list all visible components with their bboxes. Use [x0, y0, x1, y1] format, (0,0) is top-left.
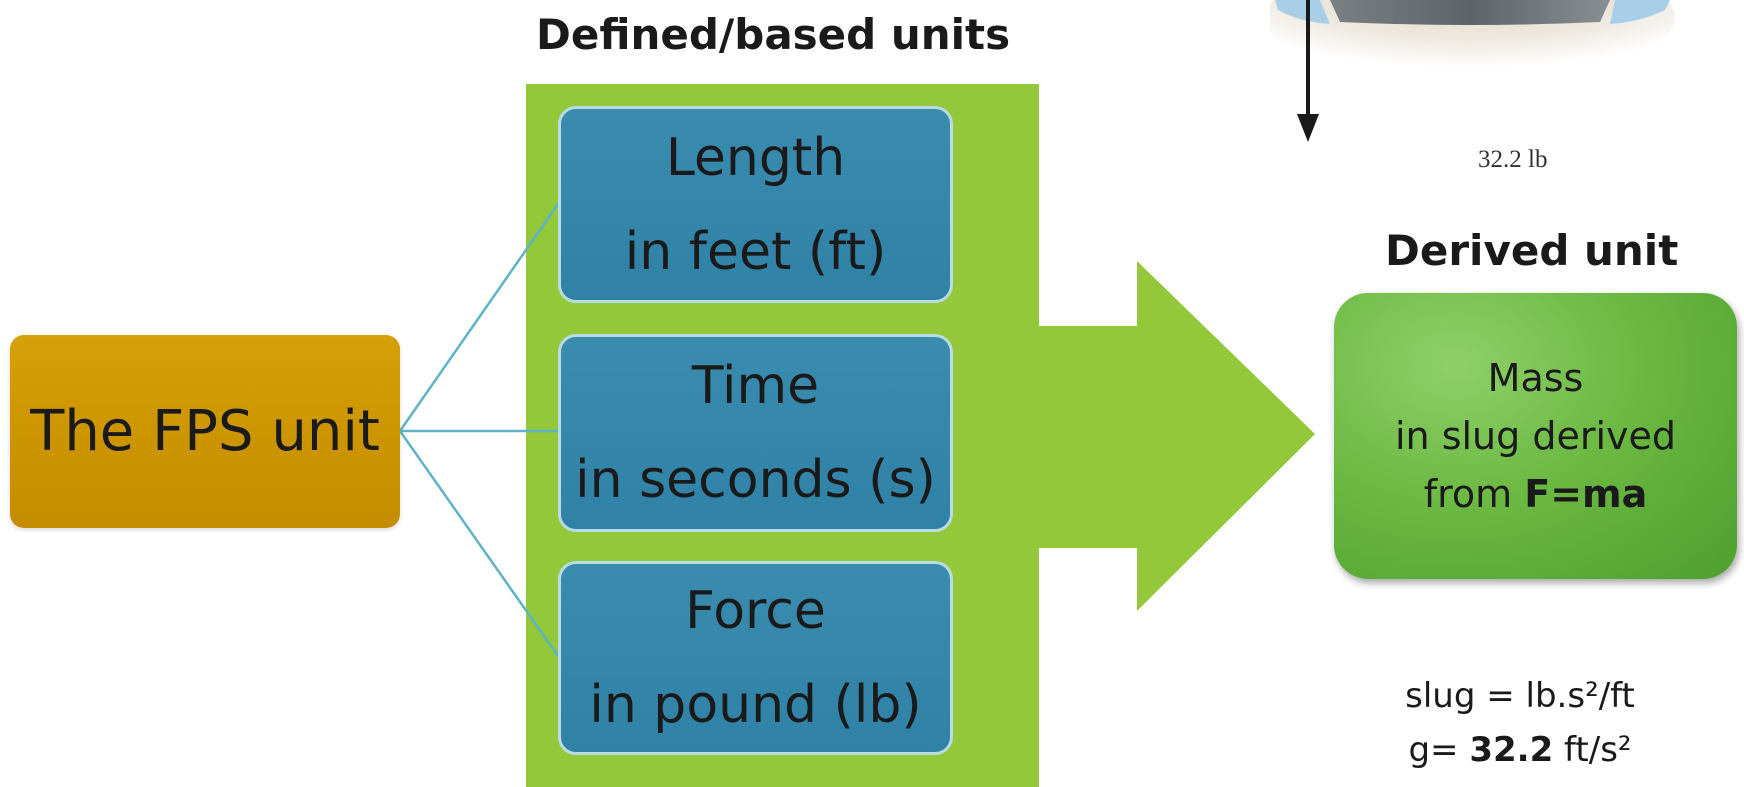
- gravity-unit: ft/s²: [1553, 730, 1632, 770]
- weight-arrow-head: [1297, 114, 1319, 142]
- fps-unit-box: The FPS unit: [10, 335, 400, 528]
- weight-figure: [1270, 0, 1675, 142]
- derived-unit-heading: Derived unit: [1385, 226, 1679, 275]
- unit-title: Length: [665, 127, 846, 188]
- weight-label: 32.2 lb: [1478, 146, 1548, 173]
- gravity-value: 32.2: [1469, 730, 1554, 770]
- unit-title: Time: [691, 356, 820, 416]
- unit-title: Force: [685, 581, 826, 641]
- derived-line-3-bold: F=ma: [1524, 472, 1648, 516]
- defined-units-heading: Defined/based units: [536, 10, 1011, 59]
- unit-detail: in seconds (s): [575, 450, 936, 510]
- sky-right: [1610, 0, 1670, 24]
- fps-unit-label: The FPS unit: [30, 399, 380, 464]
- derived-line-3-prefix: from: [1423, 472, 1525, 516]
- unit-box-time: Time in seconds (s): [558, 334, 953, 532]
- derived-line-2: in slug derived: [1394, 414, 1677, 458]
- connector-force: [398, 430, 560, 657]
- unit-box-force: Force in pound (lb): [558, 561, 953, 755]
- connector-length: [398, 203, 560, 432]
- unit-detail: in pound (lb): [589, 675, 922, 735]
- gravity-formula: g= 32.2 ft/s²: [1300, 730, 1740, 770]
- sky-left: [1275, 0, 1330, 24]
- unit-box-length: Length in feet (ft): [558, 106, 953, 303]
- gravity-prefix: g=: [1408, 730, 1470, 770]
- slug-formula: slug = lb.s²/ft: [1405, 676, 1635, 716]
- derived-mass-box: Mass in slug derived from F=ma: [1334, 293, 1737, 579]
- unit-detail: in feet (ft): [624, 221, 887, 282]
- derived-line-1: Mass: [1487, 356, 1584, 400]
- derived-line-3: from F=ma: [1424, 465, 1648, 523]
- object-body: [1330, 0, 1610, 25]
